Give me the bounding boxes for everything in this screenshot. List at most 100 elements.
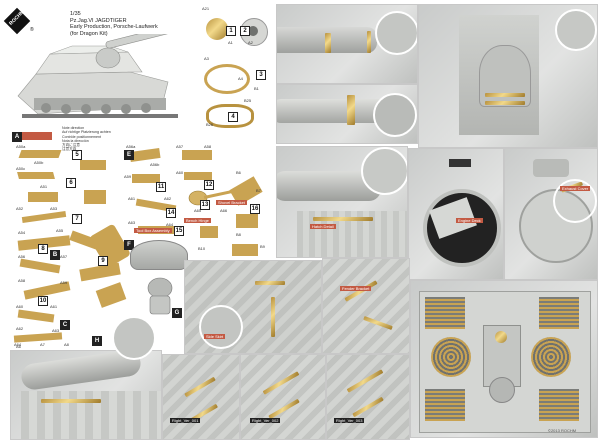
part-label: B1 — [254, 86, 259, 91]
part-label: A50b — [34, 160, 44, 165]
product-subtitle: Early Production, Porsche-Laufwerk — [70, 24, 158, 30]
section-marker: C — [60, 320, 70, 330]
ref-label: Right_Ver_002 — [250, 418, 281, 423]
section-header-a — [12, 132, 52, 140]
section-marker: G — [172, 308, 182, 318]
part-label: A57 — [176, 144, 184, 149]
part-label: A21 — [202, 6, 210, 11]
part-label: B7 — [256, 188, 261, 193]
part-label: A52 — [16, 206, 24, 211]
part-label: A60 — [16, 304, 24, 309]
direction-notes: Note direction Auf richtige Platzierung … — [62, 126, 111, 152]
part-label: A66 — [220, 208, 228, 213]
part-label: A64 — [166, 222, 174, 227]
section-marker: B — [50, 250, 60, 260]
part-label: A2 — [248, 40, 253, 45]
part-label: A51 — [40, 184, 48, 189]
copyright: ©2013 ROCHM — [548, 428, 577, 433]
step-badge: 12 — [204, 180, 214, 190]
part-label: A55 — [56, 228, 64, 233]
photo-hatch-open — [408, 148, 504, 280]
section-marker: E — [124, 150, 134, 160]
kit-compatibility: (for Dragon Kit) — [70, 30, 108, 37]
photo-hatch-closed — [504, 148, 598, 280]
part-label: A64 — [14, 342, 22, 347]
tool-clamp-part — [84, 190, 106, 204]
step-badge: 11 — [156, 182, 166, 192]
step-badge: 4 — [228, 112, 238, 122]
step-badge: 15 — [174, 226, 184, 236]
photo-side-detail-3 — [326, 354, 410, 440]
part-label: A6 — [16, 344, 21, 349]
part-label: A58 — [18, 278, 26, 283]
photo-turret-mantlet — [418, 4, 598, 148]
photo-fender — [322, 258, 410, 354]
tool-clamp-part — [80, 160, 106, 170]
photo-barrel-clamp — [276, 84, 418, 144]
ref-label: Right_Ver_001 — [170, 418, 201, 423]
part-label: A1 — [228, 40, 233, 45]
part-label: B8 — [236, 232, 241, 237]
section-marker: A — [12, 132, 22, 142]
part-label: A59 — [60, 280, 68, 285]
part-label: A3 — [204, 56, 209, 61]
part-label: B6 — [236, 170, 241, 175]
step-badge: 2 — [240, 26, 250, 36]
step-badge: 8 — [38, 244, 48, 254]
part-label: B25 — [244, 98, 252, 103]
callout-tag: Fender Bracket — [340, 286, 372, 291]
step-badge: 16 — [250, 204, 260, 214]
photo-gun-barrel — [276, 146, 408, 258]
part-label: A50a — [16, 144, 26, 149]
callout-tag: Engine Deck — [456, 218, 483, 223]
part-label: B26 — [206, 122, 214, 127]
part-label: A62 — [164, 196, 172, 201]
photo-barrel-sleeve — [276, 4, 418, 84]
kit-header: 1/35 Pz.Jag.VI JAGDTIGER Early Productio… — [70, 11, 158, 37]
photo-rear-hull — [184, 260, 322, 354]
part-label: A62 — [16, 326, 24, 331]
part-label: A63 — [128, 220, 136, 225]
part-label: B9 — [260, 244, 265, 249]
part-label: A7 — [40, 342, 45, 347]
part-label: A58 — [204, 144, 212, 149]
product-title: Pz.Jag.VI JAGDTIGER — [70, 17, 127, 24]
step-badge: 9 — [98, 256, 108, 266]
step-badge: 13 — [200, 200, 210, 210]
scale-label: 1/35 — [70, 11, 81, 17]
callout-tag: Side Skirt — [204, 334, 226, 339]
part-label: A59 — [124, 174, 132, 179]
part-label: A50c — [16, 166, 26, 171]
toolbox-part — [130, 240, 188, 270]
callout-tag: Shovel Bracket — [216, 200, 247, 205]
part-label: A57 — [60, 254, 68, 259]
ref-label: Right_Ver_003 — [334, 418, 365, 423]
part-label: A65 — [194, 208, 202, 213]
step-badge: 3 — [256, 70, 266, 80]
step-badge: 10 — [38, 296, 48, 306]
brand-mark: ® — [30, 27, 34, 33]
section-marker: F — [124, 240, 134, 250]
step-badge: 7 — [72, 214, 82, 224]
part-label: A61 — [128, 196, 136, 201]
callout-tag: Tool Box Assembly — [134, 228, 172, 233]
part-label: A4 — [238, 76, 243, 81]
barrel-parts-strip — [196, 4, 274, 134]
photo-side-detail-1 — [162, 354, 240, 440]
part-label: A56b — [150, 162, 160, 167]
part-label: B10 — [198, 246, 206, 251]
part-label: A8 — [64, 342, 69, 347]
part-label: A63 — [52, 328, 60, 333]
tool-clamp-part — [95, 282, 127, 308]
part-label: A53 — [50, 206, 58, 211]
callout-tag: Hatch Detail — [310, 224, 336, 229]
step-badge: 1 — [226, 26, 236, 36]
part-label: A60 — [176, 170, 184, 175]
section-marker: H — [92, 336, 102, 346]
part-label: A61 — [50, 304, 58, 309]
photo-engine-deck — [410, 280, 598, 438]
part-label: A56a — [126, 144, 136, 149]
photo-side-detail-2 — [240, 354, 326, 440]
step-badge: 5 — [72, 150, 82, 160]
callout-tag: Exhaust Cover — [560, 186, 591, 191]
